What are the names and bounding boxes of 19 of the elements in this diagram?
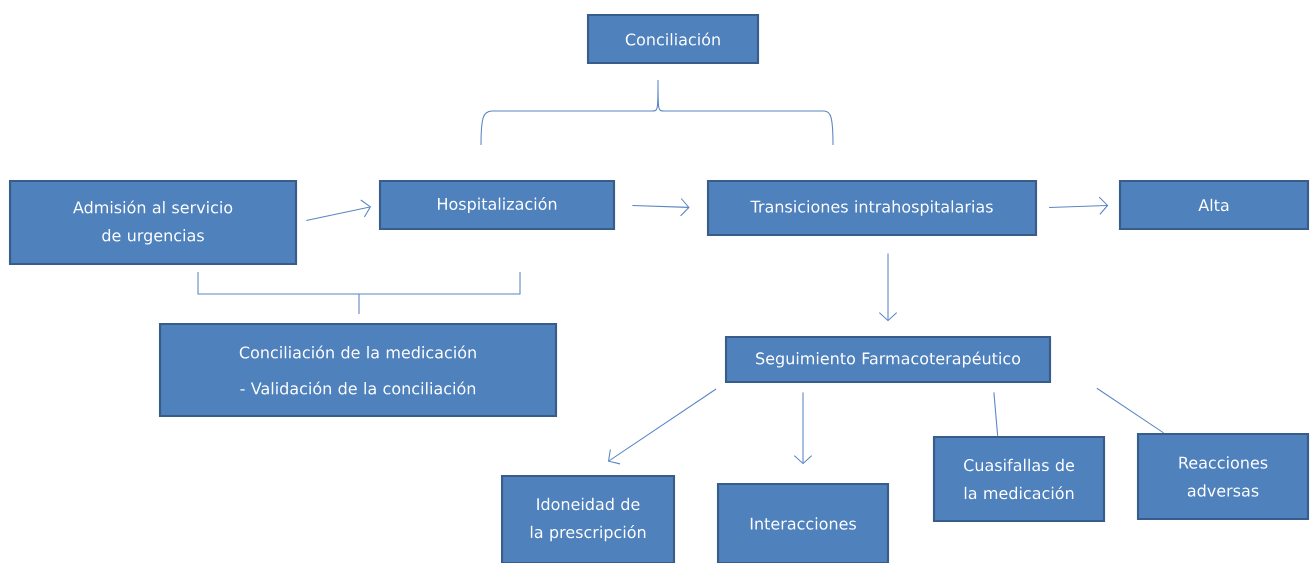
process-box: Conciliación (586, 13, 760, 65)
process-box: Cuasifallas de la medicación (932, 435, 1106, 523)
process-box: Conciliación de la medicación - Validación de la conciliación (158, 322, 558, 418)
process-box: Reacciones adversas (1136, 432, 1310, 521)
process-box: Alta (1118, 179, 1310, 231)
arrow (878, 252, 898, 322)
arrow (793, 391, 813, 465)
process-box: Transiciones intrahospitalarias (706, 179, 1038, 237)
process-box: Idoneidad de la prescripción (500, 474, 676, 563)
arrow (607, 388, 717, 465)
arrow (1048, 196, 1109, 215)
process-box: Admisión al servicio de urgencias (8, 179, 298, 266)
process-box: Hospitalización (378, 179, 616, 231)
arrow (631, 197, 690, 217)
arrow (305, 199, 372, 222)
connector-line (1096, 387, 1165, 434)
process-box: Seguimiento Farmacoterapéutico (724, 335, 1052, 384)
connector-line (993, 391, 999, 437)
process-box: Interacciones (716, 482, 890, 563)
